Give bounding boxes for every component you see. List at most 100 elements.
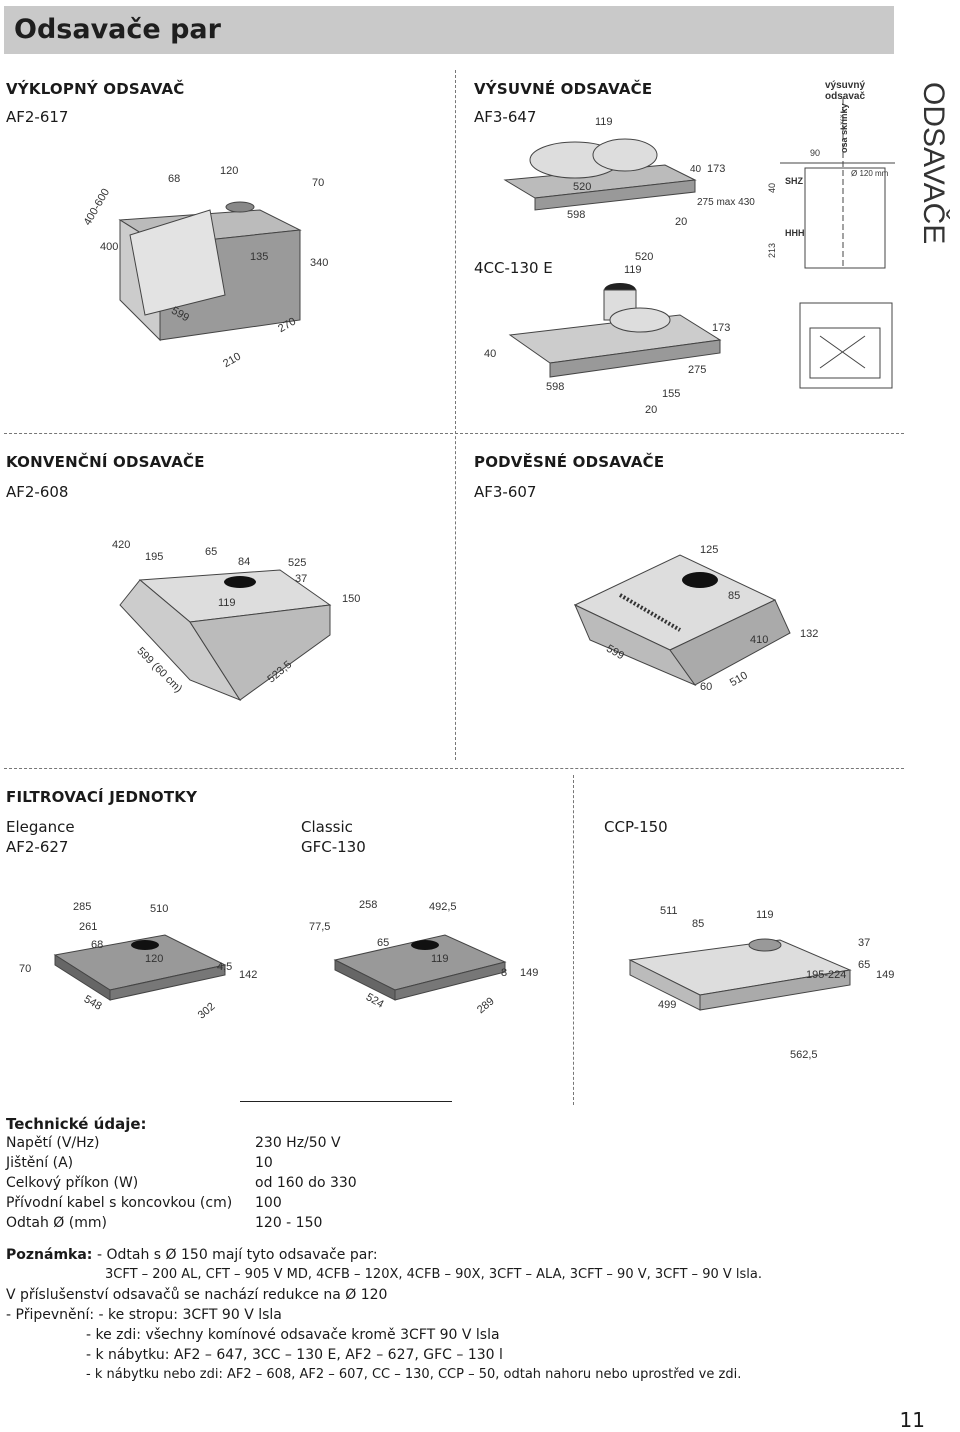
model-af3-647: AF3-647 [474,108,537,126]
note-line: - ke zdi: všechny komínové odsavače krom… [86,1327,500,1343]
dim-text: 275 max 430 [697,197,755,208]
dim-text: 84 [238,556,250,568]
dim-text: 132 [800,628,818,640]
dim-text: 492,5 [429,901,457,913]
spec-label: Odtah Ø (mm) [6,1215,107,1231]
filter-name-classic: Classic [301,818,353,836]
model-af2-608: AF2-608 [6,483,69,501]
section-title-vysuvne: VÝSUVNÉ ODSAVAČE [474,80,653,98]
cabinet-label: SHZ [785,176,804,186]
dim-text: 8 [501,967,507,979]
section-title-konvencni: KONVENČNÍ ODSAVAČE [6,453,205,471]
spec-label: Napětí (V/Hz) [6,1135,100,1151]
dim-text: 150 [342,593,360,605]
dim-text: 340 [310,257,328,269]
specs-rule [240,1101,452,1102]
filter-name-ccp: CCP-150 [604,818,668,836]
dim-text: 40 [484,348,496,360]
dim-text: 120 [145,953,163,965]
dim-text: 70 [19,963,31,975]
spec-value: 100 [255,1195,282,1211]
dim-text: 20 [675,216,687,228]
dim-text: 119 [756,909,774,921]
spec-value: od 160 do 330 [255,1175,357,1191]
dim-text: 85 [728,590,740,602]
dim-text: 40 [690,164,702,175]
dim-text: 119 [218,597,236,609]
dim-text: 510 [728,670,750,690]
cabinet-label: 40 [767,183,777,193]
dim-text: 420 [112,539,130,551]
dim-text: 68 [91,939,103,951]
diagram-cabinet: výsuvný odsavač osa skříňky 90 Ø 120 mm … [767,80,895,389]
dim-text: 562,5 [790,1049,818,1061]
cabinet-label: 213 [767,243,777,258]
dim-text: 20 [645,404,657,415]
side-label-text: ODSAVAČE [917,82,951,244]
diagram-ccp: 511 85 119 37 65 195-224 149 499 562,5 [628,905,894,1061]
dim-text: 125 [700,544,718,556]
divider-horizontal-2 [4,768,904,769]
diagram-elegance: 285 510 261 68 120 70 4,5 142 548 302 [19,901,257,1022]
dim-text: 77,5 [309,921,330,933]
section-title-podvesne: PODVĚSNÉ ODSAVAČE [474,453,665,471]
spec-value: 10 [255,1155,273,1171]
dim-text: 70 [312,177,324,189]
spec-value: 230 Hz/50 V [255,1135,341,1151]
dim-text: 37 [858,937,870,949]
dim-text: 499 [658,999,676,1011]
dim-text: 85 [692,918,704,930]
dim-text: 410 [750,634,768,646]
note-line: - Připevnění: - ke stropu: 3CFT 90 V lsl… [6,1307,282,1323]
dim-text: 60 [700,681,712,693]
spec-label: Jištění (A) [6,1155,74,1171]
dim-text: 520 [635,251,653,263]
dim-text: 65 [858,959,870,971]
dim-text: 302 [196,1001,218,1022]
dim-text: 548 [82,993,104,1013]
dim-text: 510 [150,903,168,915]
dim-text: 119 [624,264,642,276]
diagram-konvencni: 420 195 65 84 525 37 119 150 599 (60 cm)… [112,539,360,702]
dim-text: 119 [595,116,613,128]
note-line: V příslušenství odsavačů se nachází redu… [6,1287,388,1303]
divider-horizontal-1 [4,433,904,434]
note-line: 3CFT – 200 AL, CFT – 905 V MD, 4CFB – 12… [105,1267,762,1282]
dim-text: 210 [221,351,243,371]
dim-text: 275 [688,364,706,376]
diagram-classic: 258 492,5 77,5 65 119 8 149 524 289 [309,899,538,1016]
dim-text: 598 [567,209,585,221]
cabinet-label: HHH [785,228,805,238]
spec-label: Celkový příkon (W) [6,1175,139,1191]
dim-text: 400 [100,241,118,253]
dim-text: 37 [295,573,307,585]
dim-text: 173 [707,163,725,175]
dim-text: 285 [73,901,91,913]
section-title-vyklopny: VÝKLOPNÝ ODSAVAČ [6,80,185,98]
note-line: - k nábytku: AF2 – 647, 3CC – 130 E, AF2… [86,1347,503,1363]
dim-text: 120 [220,165,238,177]
diagram-4cc-130e: 520 119 173 40 598 275 155 20 [484,251,730,415]
title-bar: Odsavače par [4,6,894,54]
cabinet-label: Ø 120 mm [851,169,889,178]
dim-text: 119 [431,953,449,965]
dim-text: 65 [377,937,389,949]
dim-text: 4,5 [217,961,232,973]
diagram-af3-647: 119 520 40 173 598 20 275 max 430 [503,116,755,228]
dim-text: 149 [520,967,538,979]
note-line: - k nábytku nebo zdi: AF2 – 608, AF2 – 6… [86,1367,742,1382]
note-line: - Odtah s Ø 150 mají tyto odsavače par: [97,1247,378,1263]
dim-text: 65 [205,546,217,558]
page-title: Odsavače par [14,14,221,45]
diagram-vyklopny: 400-600 68 120 70 400 135 340 599 270 21… [82,165,329,371]
dim-text: 195-224 [806,969,846,981]
dim-text: 155 [662,388,680,400]
dim-text: 261 [79,921,97,933]
dim-text: 400-600 [82,187,113,228]
spec-value: 120 - 150 [255,1215,323,1231]
cabinet-label: 90 [810,148,820,158]
diagram-podvesne: 125 85 410 132 599 60 510 [573,544,818,693]
dim-text: 289 [475,995,497,1016]
page-number: 11 [899,1408,925,1432]
dim-text: 195 [145,551,163,563]
